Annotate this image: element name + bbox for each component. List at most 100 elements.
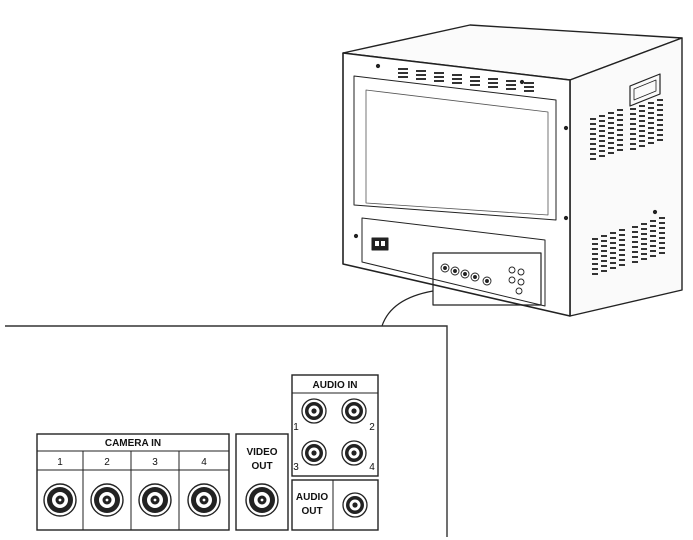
vent-slot [619, 244, 625, 246]
vent-slot [398, 72, 408, 74]
vent-slot [608, 137, 614, 139]
vent-slot [648, 137, 654, 139]
audio-out-rca-jack [342, 492, 368, 518]
vent-slot [657, 99, 663, 101]
monitor-side-handle [629, 73, 661, 107]
vent-slot [650, 220, 656, 222]
vent-slot [641, 258, 647, 260]
vent-slot [659, 227, 665, 229]
vent-slot [590, 123, 596, 125]
vent-slot [416, 70, 426, 72]
vent-slot [639, 125, 645, 127]
vent-slot [619, 259, 625, 261]
audio-in-port-number: 3 [293, 462, 299, 473]
vent-slot [639, 145, 645, 147]
vent-slot [639, 115, 645, 117]
vent-slot [599, 150, 605, 152]
vent-slot [592, 263, 598, 265]
camera-in-bnc-connector [90, 483, 124, 517]
vent-slot [657, 139, 663, 141]
vent-slot [632, 256, 638, 258]
vent-slot [630, 123, 636, 125]
vent-slot [524, 90, 534, 92]
vent-slot [416, 74, 426, 76]
vent-slot [610, 257, 616, 259]
vent-slot [657, 129, 663, 131]
vent-slot [488, 78, 498, 80]
vent-slot [659, 252, 665, 254]
vent-slot [639, 105, 645, 107]
vent-slot [650, 255, 656, 257]
vent-slot [599, 135, 605, 137]
audio-in-port-number: 4 [369, 462, 375, 473]
vent-slot [434, 76, 444, 78]
vent-slot [398, 76, 408, 78]
camera-in-bnc-connector [138, 483, 172, 517]
vent-slot [641, 248, 647, 250]
vent-slot [657, 124, 663, 126]
vent-slot [452, 78, 462, 80]
vent-slot [650, 230, 656, 232]
audio-in-rca-jack [301, 398, 327, 424]
vent-slot [659, 222, 665, 224]
vent-slot [599, 130, 605, 132]
vent-slot [601, 235, 607, 237]
vent-slot [601, 270, 607, 272]
vent-slot [601, 265, 607, 267]
vent-slot [488, 82, 498, 84]
audio-out-label: OUT [301, 506, 322, 517]
vent-slot [592, 268, 598, 270]
vent-slot [650, 250, 656, 252]
vent-slot [617, 144, 623, 146]
vent-slot [601, 245, 607, 247]
vent-slot [470, 80, 480, 82]
vent-slot [434, 80, 444, 82]
vent-slot [641, 238, 647, 240]
vent-slot [608, 152, 614, 154]
vent-slot [601, 255, 607, 257]
vent-slot [630, 118, 636, 120]
vent-slot [592, 253, 598, 255]
vent-slot [650, 225, 656, 227]
vent-slot [650, 245, 656, 247]
vent-slot [648, 117, 654, 119]
audio-in-port-number: 2 [369, 422, 375, 433]
vent-slot [657, 119, 663, 121]
camera-in-label: CAMERA IN [105, 438, 161, 449]
monitor-rear-recess [365, 89, 549, 216]
vent-slot [648, 122, 654, 124]
vent-slot [630, 108, 636, 110]
vent-slot [592, 243, 598, 245]
vent-slot [608, 142, 614, 144]
vent-slot [630, 143, 636, 145]
vent-slot [599, 145, 605, 147]
zoom-leader-line [381, 290, 434, 327]
vent-slot [599, 125, 605, 127]
camera-in-port-number: 4 [201, 457, 207, 468]
vent-slot [506, 80, 516, 82]
vent-slot [630, 113, 636, 115]
vent-slot [608, 112, 614, 114]
vent-slot [632, 236, 638, 238]
vent-slot [619, 239, 625, 241]
vent-slot [648, 112, 654, 114]
audio-out-label: AUDIO [296, 492, 328, 503]
zoom-highlight-box [432, 252, 542, 306]
camera-in-port-number: 2 [104, 457, 110, 468]
vent-slot [617, 124, 623, 126]
vent-slot [617, 149, 623, 151]
audio-in-label: AUDIO IN [313, 380, 358, 391]
video-out-bnc-connector [245, 483, 279, 517]
vent-slot [488, 86, 498, 88]
vent-slot [639, 140, 645, 142]
vent-slot [524, 82, 534, 84]
vent-slot [590, 143, 596, 145]
vent-slot [648, 102, 654, 104]
vent-slot [608, 132, 614, 134]
vent-slot [639, 135, 645, 137]
monitor-connector-bay [361, 217, 546, 307]
vent-slot [641, 243, 647, 245]
vent-slot [619, 234, 625, 236]
vent-slot [641, 223, 647, 225]
